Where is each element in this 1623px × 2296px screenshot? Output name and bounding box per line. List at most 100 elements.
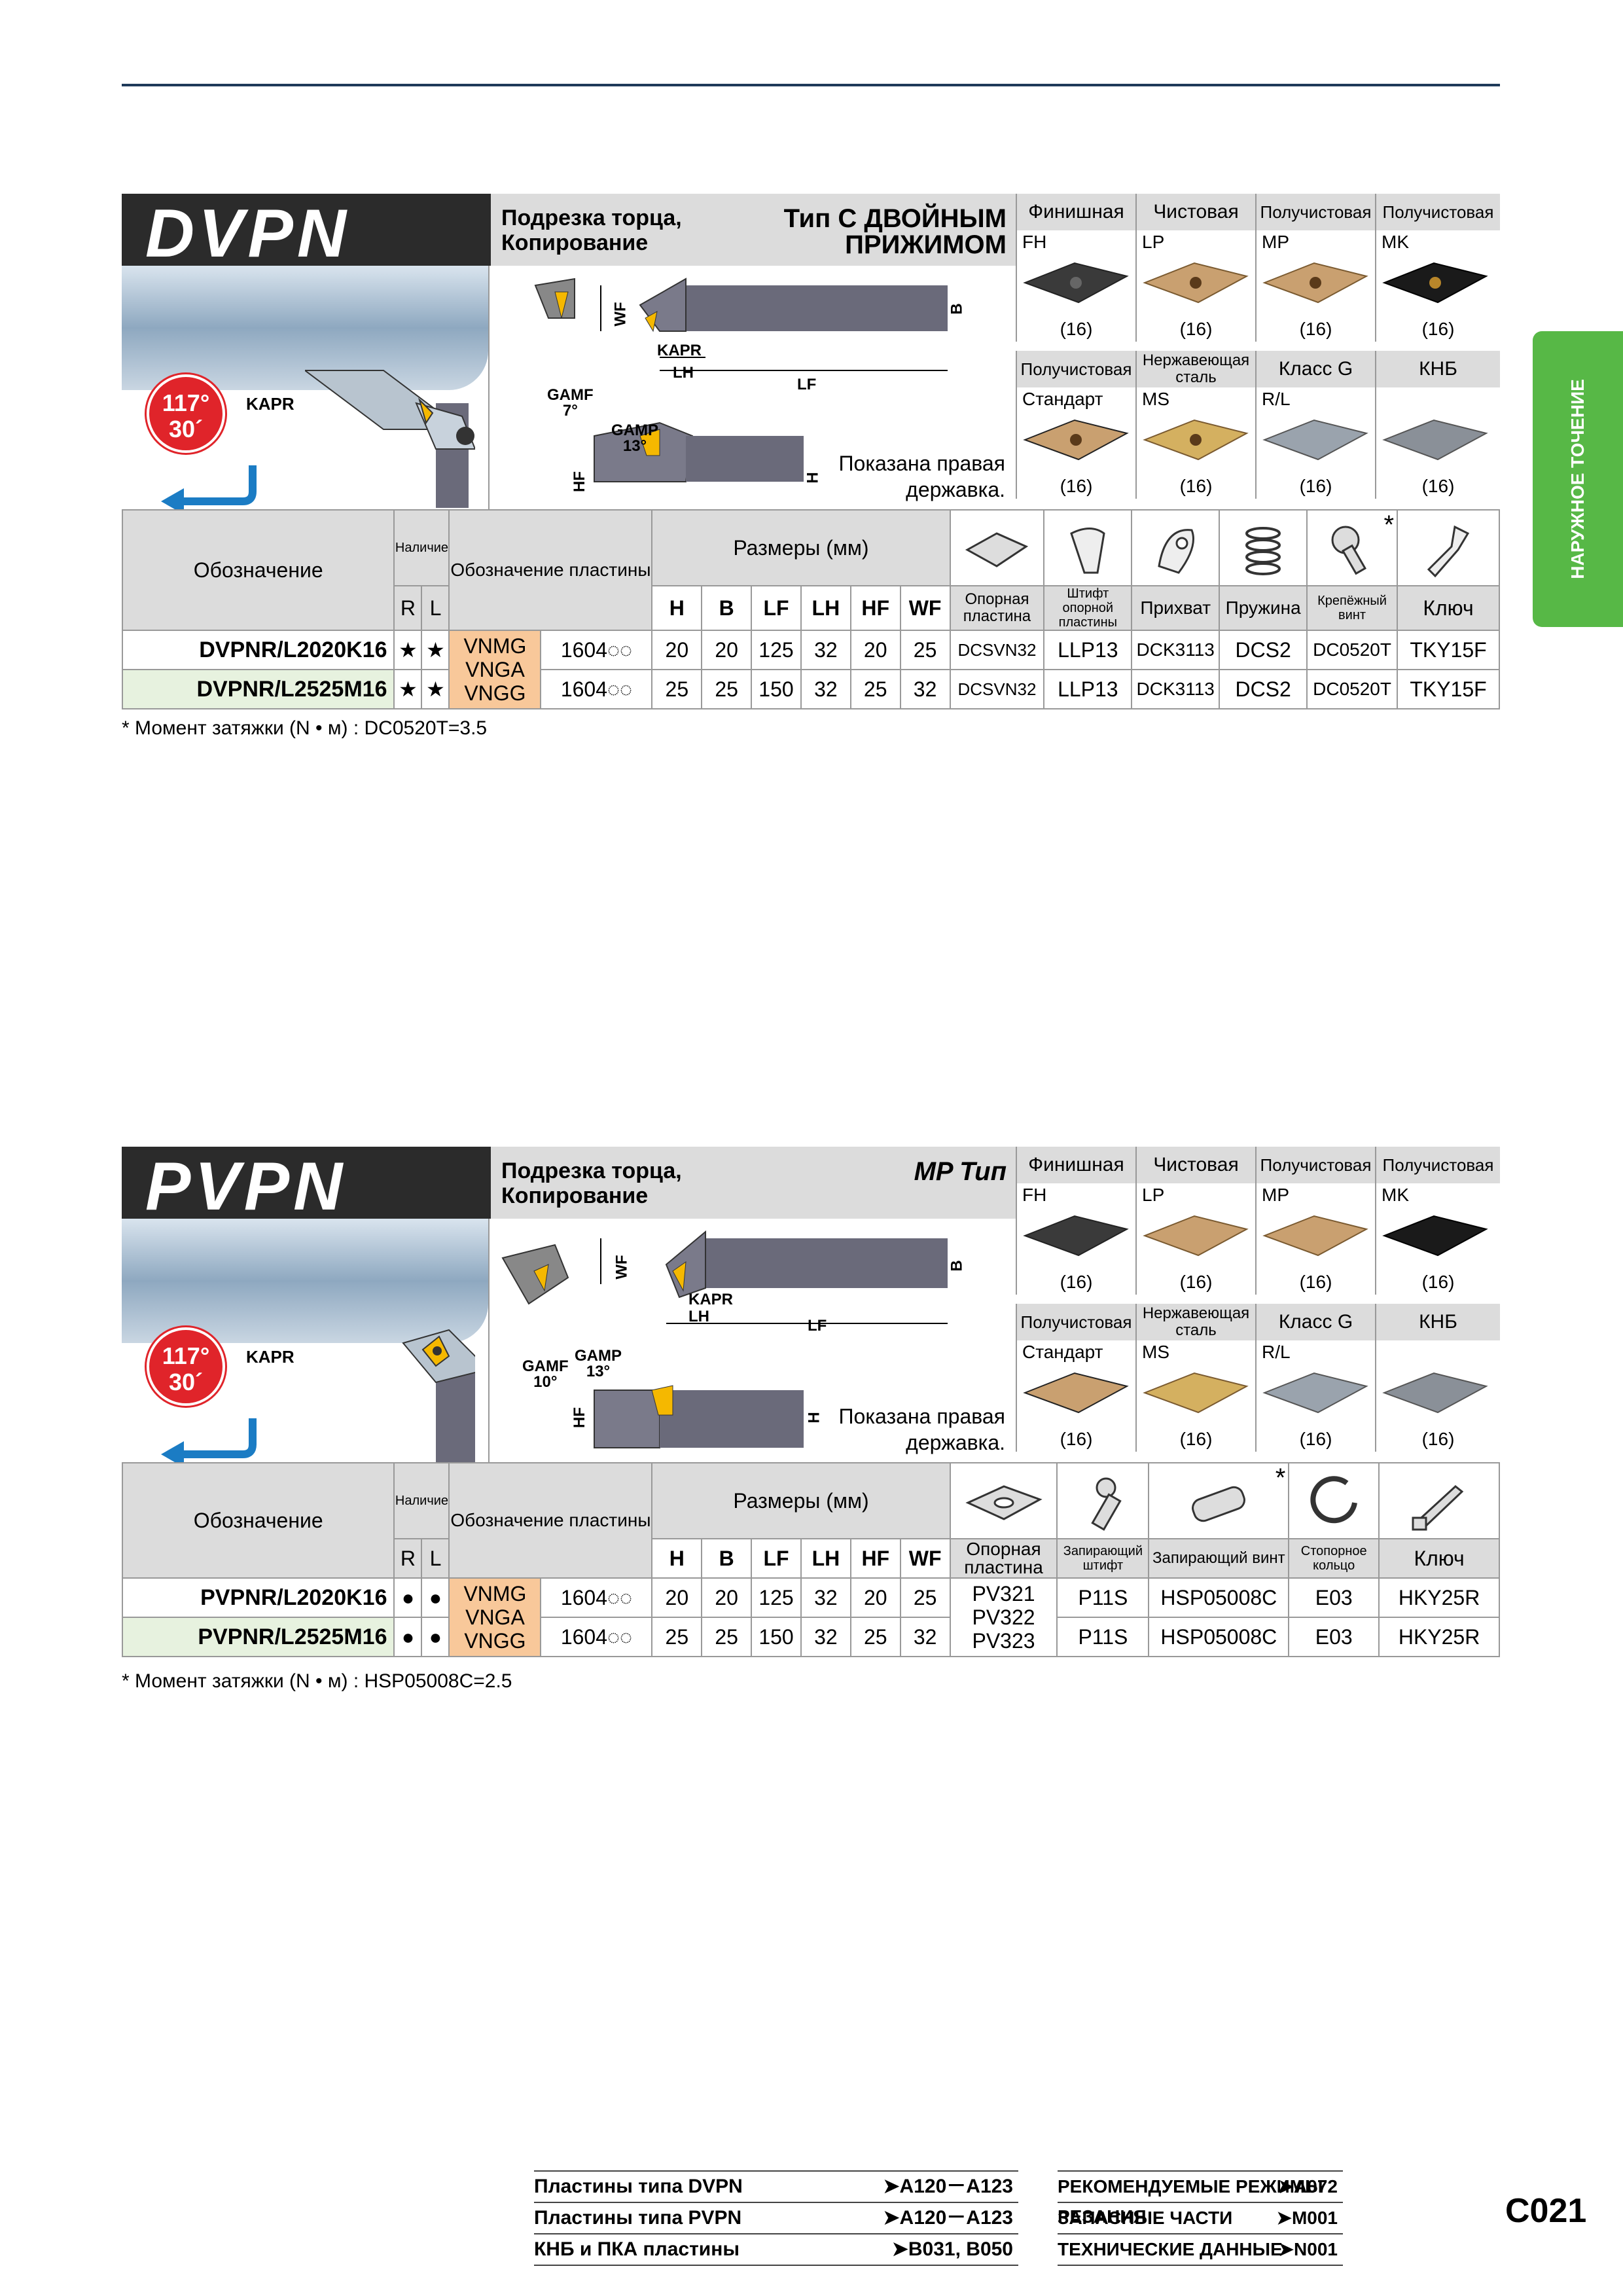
- row-h: 25: [651, 669, 703, 709]
- header-r: R: [393, 585, 423, 631]
- row-part: DCSVN32: [949, 630, 1045, 670]
- insert-code: MK: [1382, 232, 1409, 252]
- footer-label: РЕКОМЕНДУЕМЫЕ РЕЖИМЫ РЕЗАНИЯ: [1058, 2176, 1323, 2227]
- insert-lp[interactable]: Чистовая LP (16): [1135, 1147, 1255, 1295]
- footer-link[interactable]: РЕКОМЕНДУЕМЫЕ РЕЖИМЫ РЕЗАНИЯ➤A072: [1058, 2170, 1343, 2227]
- insert-fh[interactable]: Финишная FH (16): [1016, 1147, 1135, 1295]
- row-wf: 25: [899, 1577, 951, 1618]
- table-row[interactable]: PVPNR/L2525M16 ● ● 1604◌◌ 25 25 150 32 2…: [121, 1617, 1500, 1657]
- dimension-drawing: WF B KAPR LH LF GAMF 7° GAMP 13° HF H По…: [488, 266, 1016, 509]
- footer-link[interactable]: Пластины типа PVPN➤A120－A123: [534, 2202, 1018, 2233]
- insert-class-g[interactable]: Класс G R/L (16): [1255, 1304, 1375, 1452]
- insert-grid: Финишная FH (16) Чистовая LP (16) Получи…: [1016, 194, 1500, 509]
- insert-fh[interactable]: Финишная FH (16): [1016, 194, 1135, 342]
- page-number: C021: [1505, 2192, 1587, 2230]
- row-part: DCS2: [1219, 669, 1308, 709]
- footer-link[interactable]: ТЕХНИЧЕСКИЕ ДАННЫЕ➤N001: [1058, 2233, 1343, 2266]
- row-part: DCS2: [1219, 630, 1308, 670]
- support-plate-3: PV323: [972, 1629, 1035, 1653]
- insert-label: Получистовая: [1017, 1304, 1135, 1340]
- gamp-value: 13°: [586, 1363, 611, 1380]
- support-plate-2: PV322: [972, 1605, 1035, 1629]
- header-spring: Пружина: [1219, 585, 1308, 631]
- insert-mk[interactable]: Получистовая MK (16): [1375, 1147, 1500, 1295]
- retaining-ring-icon: [1288, 1462, 1380, 1539]
- insert-code-3: VNGG: [464, 681, 526, 705]
- insert-label: Нержавеющая сталь: [1137, 1304, 1255, 1340]
- header-h: H: [651, 585, 703, 631]
- row-lf: 150: [751, 669, 802, 709]
- torque-note: * Момент затяжки (N • м) : HSP05008C=2.5: [122, 1670, 512, 1693]
- insert-cbn[interactable]: КНБ (16): [1375, 351, 1500, 499]
- insert-standard[interactable]: Получистовая Стандарт (16): [1016, 1304, 1135, 1452]
- row-part: HSP05008C: [1148, 1617, 1290, 1657]
- insert-cbn[interactable]: КНБ (16): [1375, 1304, 1500, 1452]
- insert-code-1: VNMG: [463, 634, 527, 658]
- holder-image: 117° 30´ KAPR: [122, 266, 488, 514]
- dim-kapr: KAPR: [688, 1291, 734, 1308]
- insert-image: [1017, 411, 1135, 474]
- dimension-drawing-graphic: [534, 278, 948, 482]
- support-plate-1: PV321: [972, 1582, 1035, 1605]
- footer-link[interactable]: Пластины типа DVPN➤A120－A123: [534, 2170, 1018, 2202]
- torque-star: *: [1275, 1463, 1286, 1492]
- insert-lp[interactable]: Чистовая LP (16): [1135, 194, 1255, 342]
- row-part: DCK3113: [1131, 669, 1221, 709]
- footer-link[interactable]: ЗАПАСНЫЕ ЧАСТИ➤M001: [1058, 2202, 1343, 2233]
- table-row[interactable]: DVPNR/L2020K16 ★ ★ VNMG VNGA VNGG 1604◌◌…: [121, 630, 1500, 709]
- side-tab[interactable]: НАРУЖНОЕ ТОЧЕНИЕ: [1533, 331, 1623, 627]
- insert-label: Финишная: [1017, 1147, 1135, 1183]
- insert-image: [1137, 254, 1255, 317]
- row-h: 20: [651, 1577, 703, 1618]
- insert-qty: (16): [1060, 476, 1093, 496]
- table-row[interactable]: DVPNR/L2525M16 ★ ★ 1604◌◌ 25 25 150 32 2…: [121, 669, 1500, 709]
- header-wf: WF: [899, 585, 951, 631]
- row-designation: PVPNR/L2525M16: [121, 1617, 395, 1657]
- row-r: ●: [393, 1577, 423, 1618]
- insert-mp[interactable]: Получистовая MP (16): [1255, 1147, 1375, 1295]
- footer-ref: ➤N001: [1278, 2239, 1338, 2259]
- insert-qty: (16): [1421, 1429, 1455, 1449]
- header-hf: HF: [849, 585, 901, 631]
- dim-gamf: GAMF 7°: [547, 387, 594, 419]
- header-insert-designation: Обозначение пластины: [448, 1462, 653, 1579]
- product-header: DVPN: [122, 194, 488, 272]
- insert-qty: (16): [1421, 1272, 1455, 1292]
- row-lh: 32: [800, 669, 851, 709]
- dim-gamp: GAMP 13°: [575, 1348, 622, 1380]
- header-lh: LH: [800, 1538, 851, 1579]
- insert-label: Класс G: [1257, 1304, 1375, 1340]
- operation-line1: Подрезка торца,: [501, 206, 682, 230]
- insert-head-graphic: [305, 370, 475, 508]
- insert-code: MK: [1382, 1185, 1409, 1205]
- type-line1: MP Тип: [914, 1157, 1007, 1186]
- row-part: P11S: [1056, 1577, 1150, 1618]
- insert-code: LP: [1142, 1185, 1165, 1205]
- insert-qty: (16): [1299, 476, 1332, 496]
- row-r: ★: [393, 630, 423, 670]
- row-part: LLP13: [1043, 630, 1133, 670]
- insert-image: [1137, 1364, 1255, 1427]
- insert-ms[interactable]: Нержавеющая сталь MS (16): [1135, 1304, 1255, 1452]
- table-row[interactable]: PVPNR/L2020K16 ● ● VNMG VNGA VNGG 1604◌◌…: [121, 1577, 1500, 1657]
- row-h: 20: [651, 630, 703, 670]
- insert-class-g[interactable]: Класс G R/L (16): [1255, 351, 1375, 499]
- insert-mk[interactable]: Получистовая MK (16): [1375, 194, 1500, 342]
- kapr-label: KAPR: [246, 1347, 294, 1367]
- insert-ms[interactable]: Нержавеющая сталь MS (16): [1135, 351, 1255, 499]
- insert-image: [1257, 254, 1375, 317]
- insert-mp[interactable]: Получистовая MP (16): [1255, 194, 1375, 342]
- operation-text: Подрезка торца, Копирование: [501, 1158, 750, 1208]
- insert-standard[interactable]: Получистовая Стандарт (16): [1016, 351, 1135, 499]
- shown-note: Показана правая державка.: [839, 1403, 1005, 1456]
- insert-label: Получистовая: [1257, 1147, 1375, 1183]
- feed-direction-arrow-icon: [161, 465, 257, 514]
- footer-link[interactable]: КНБ и ПКА пластины➤B031, B050: [534, 2233, 1018, 2266]
- footer-label: ТЕХНИЧЕСКИЕ ДАННЫЕ: [1058, 2239, 1283, 2259]
- note-star: *: [122, 1670, 130, 1692]
- insert-code: R/L: [1262, 1342, 1291, 1362]
- insert-grid: Финишная FH (16) Чистовая LP (16) Получи…: [1016, 1147, 1500, 1462]
- insert-label: КНБ: [1376, 351, 1500, 387]
- insert-label: Класс G: [1257, 351, 1375, 387]
- header-l: L: [421, 1538, 450, 1579]
